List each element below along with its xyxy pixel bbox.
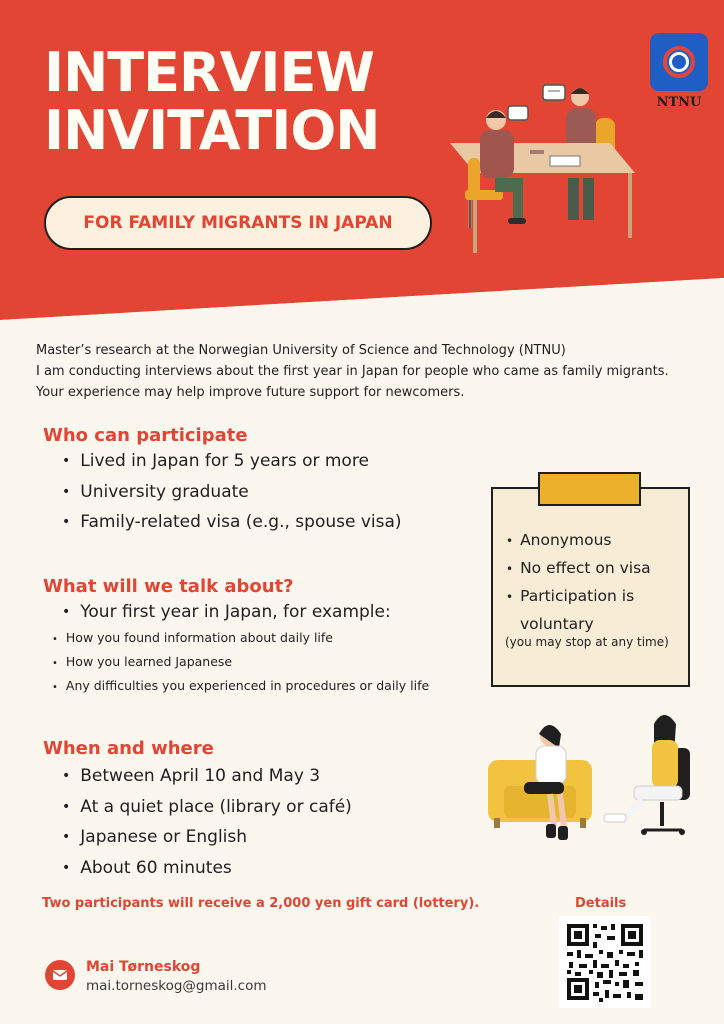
list-item: How you found information about daily li…: [52, 627, 429, 651]
list-item: At a quiet place (library or café): [62, 793, 352, 824]
page-title: INTERVIEW INVITATION: [44, 41, 380, 162]
list-item: No effect on visa: [506, 555, 651, 583]
lottery-note: Two participants will receive a 2,000 ye…: [42, 896, 480, 911]
qr-code-icon: [567, 924, 643, 1002]
logo-text: NTNU: [656, 95, 702, 110]
subtitle-pill: FOR FAMILY MIGRANTS IN JAPAN: [44, 196, 432, 250]
note-list: Anonymous No effect on visa Participatio…: [506, 527, 651, 638]
intro-line-1: Master’s research at the Norwegian Unive…: [36, 343, 566, 358]
when-heading: When and where: [43, 738, 214, 759]
list-item: How you learned Japanese: [52, 651, 429, 675]
note-continued: voluntary: [520, 615, 594, 633]
envelope-icon: [52, 970, 68, 980]
contact-email-link[interactable]: mai.torneskog@gmail.com: [86, 978, 267, 994]
note-tab: [538, 472, 641, 506]
list-item: Any difficulties you experienced in proc…: [52, 675, 429, 699]
qr-code[interactable]: [559, 916, 651, 1008]
contact-name: Mai Tørneskog: [86, 959, 201, 975]
list-item: Japanese or English: [62, 823, 352, 854]
title-line-1: INTERVIEW: [44, 41, 375, 104]
conversation-illustration: [488, 715, 690, 840]
participate-list: Lived in Japan for 5 years or more Unive…: [62, 447, 402, 539]
list-item: Anonymous: [506, 527, 651, 555]
talk-main-list: Your first year in Japan, for example:: [62, 598, 390, 629]
list-item: Lived in Japan for 5 years or more: [62, 447, 402, 478]
intro-line-3: Your experience may help improve future …: [36, 385, 465, 400]
participate-heading: Who can participate: [43, 425, 248, 446]
interview-illustration: [450, 84, 635, 253]
list-item: Family-related visa (e.g., spouse visa): [62, 508, 401, 539]
ntnu-logo: [650, 33, 708, 91]
note-small-text: (you may stop at any time): [505, 635, 669, 649]
details-label: Details: [575, 896, 627, 911]
intro-line-2: I am conducting interviews about the fir…: [36, 364, 669, 379]
info-note-card: Anonymous No effect on visa Participatio…: [491, 487, 690, 687]
title-line-2: INVITATION: [44, 99, 380, 162]
mail-icon: [45, 960, 75, 990]
list-item: Between April 10 and May 3: [62, 762, 352, 793]
list-item: About 60 minutes: [62, 854, 352, 885]
when-list: Between April 10 and May 3 At a quiet pl…: [62, 762, 352, 884]
list-item: Participation is: [506, 583, 651, 611]
list-item: Your first year in Japan, for example:: [62, 598, 390, 629]
talk-sub-list: How you found information about daily li…: [52, 627, 429, 699]
list-item: University graduate: [62, 478, 402, 509]
talk-heading: What will we talk about?: [43, 576, 294, 597]
logo-dot-icon: [669, 52, 689, 72]
intro-text: Master’s research at the Norwegian Unive…: [36, 340, 669, 403]
